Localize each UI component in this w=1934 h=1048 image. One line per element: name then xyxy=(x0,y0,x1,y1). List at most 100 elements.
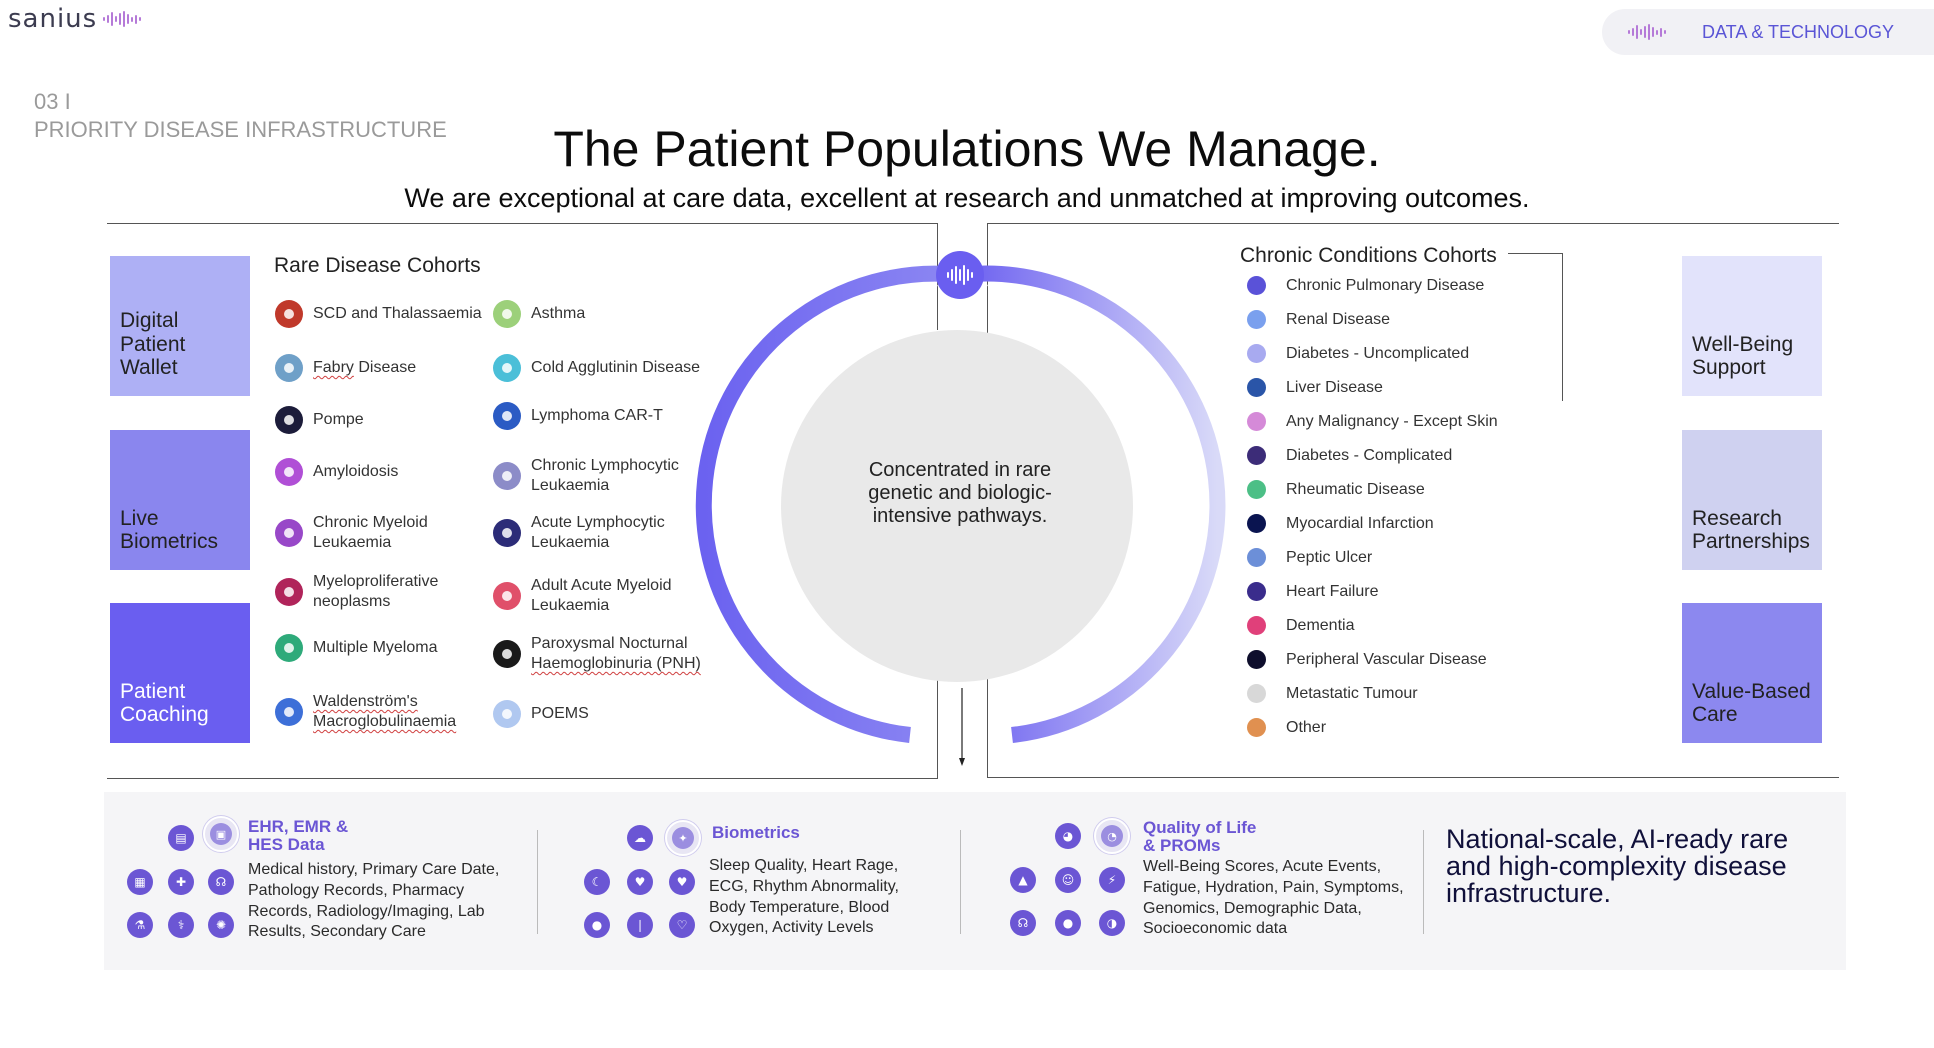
down-arrow-head xyxy=(959,758,965,766)
divider xyxy=(987,223,1839,224)
book-icon: ▤ xyxy=(168,825,194,851)
data-sources-band xyxy=(104,792,1846,970)
legend-dot xyxy=(1247,548,1266,567)
spiral-icon xyxy=(275,406,303,434)
chronic-cohort-item: Chronic Pulmonary Disease xyxy=(1247,276,1484,295)
mind-icon: ◔ xyxy=(1094,818,1130,854)
divider xyxy=(1562,253,1563,401)
legend-dot xyxy=(1247,480,1266,499)
link-icon xyxy=(275,354,303,382)
chronic-cohort-item: Diabetes - Uncomplicated xyxy=(1247,344,1469,363)
chronic-cohort-label: Chronic Pulmonary Disease xyxy=(1286,276,1485,294)
chronic-cohort-label: Heart Failure xyxy=(1286,582,1379,600)
page-title: The Patient Populations We Manage. xyxy=(553,121,1381,177)
chronic-cohort-item: Dementia xyxy=(1247,616,1354,635)
drop-icon xyxy=(493,700,521,728)
ring-icon xyxy=(275,519,303,547)
drop-icon: ● xyxy=(1055,910,1081,936)
chronic-cohort-item: Peripheral Vascular Disease xyxy=(1247,650,1487,669)
rare-cohort-label: POEMS xyxy=(531,705,589,722)
logo-wordmark: sanius xyxy=(8,4,98,34)
rare-cohort-item: Amyloidosis xyxy=(275,458,398,486)
ehr-title: EHR, EMR & HES Data xyxy=(248,817,349,854)
cell-icon xyxy=(493,462,521,490)
molecule-icon xyxy=(275,698,303,726)
legend-dot xyxy=(1247,718,1266,737)
rare-cohort-label: Multiple Myeloma xyxy=(313,639,438,656)
flask-icon: ⚗ xyxy=(127,912,153,938)
ehr-description: Medical history, Primary Care Date, Path… xyxy=(248,861,500,941)
cloud-icon: ☁ xyxy=(627,825,653,851)
person-icon: ☺ xyxy=(1055,867,1081,893)
divider xyxy=(960,830,961,934)
chronic-cohort-label: Myocardial Infarction xyxy=(1286,514,1434,532)
heart-monitor-icon: ♥ xyxy=(627,869,653,895)
ring-right-inner xyxy=(959,284,1207,724)
biometrics-title: Biometrics xyxy=(712,823,800,842)
stethoscope-icon: ☊ xyxy=(208,869,234,895)
chronic-cohort-label: Dementia xyxy=(1286,616,1355,634)
ring-left-inner xyxy=(714,284,961,724)
ring-left-arc xyxy=(695,265,961,743)
legend-dot xyxy=(1247,446,1266,465)
legend-dot xyxy=(1247,650,1266,669)
divider xyxy=(937,680,938,778)
rare-cohort-item: Lymphoma CAR-T xyxy=(493,402,663,430)
divider xyxy=(1508,253,1563,254)
chronic-cohort-label: Peptic Ulcer xyxy=(1286,548,1373,566)
curl-icon xyxy=(275,458,303,486)
virus-icon: ✺ xyxy=(208,912,234,938)
chronic-cohort-label: Diabetes - Uncomplicated xyxy=(1286,344,1470,362)
head-icon: ◕ xyxy=(1055,823,1081,849)
drop-icon: ● xyxy=(584,912,610,938)
medkit-icon: ✚ xyxy=(168,869,194,895)
chronic-cohort-item: Any Malignancy - Except Skin xyxy=(1247,412,1498,431)
qol-title: Quality of Life & PROMs xyxy=(1143,818,1257,855)
legend-dot xyxy=(1247,378,1266,397)
chronic-cohort-label: Metastatic Tumour xyxy=(1286,684,1418,702)
chronic-cohort-item: Other xyxy=(1247,718,1326,737)
cluster-icon xyxy=(493,519,521,547)
red-cells-icon xyxy=(275,300,303,328)
thermometer-icon: ❘ xyxy=(627,912,653,938)
biometrics-description: Sleep Quality, Heart Rage, ECG, Rhythm A… xyxy=(709,857,899,937)
rare-cohort-item: SCD and Thalassaemia xyxy=(275,300,482,328)
syringe-icon: ⚕ xyxy=(168,912,194,938)
rare-cohort-label: Asthma xyxy=(531,305,586,322)
legend-dot xyxy=(1247,514,1266,533)
brand-logo: sanius xyxy=(8,4,142,34)
rare-cohort-item: POEMS xyxy=(493,700,589,728)
stethoscope-icon: ☊ xyxy=(1010,910,1036,936)
pulse-icon: ♡ xyxy=(669,912,695,938)
wind-icon xyxy=(493,300,521,328)
section-pill: DATA & TECHNOLOGY xyxy=(1602,9,1934,55)
y-antibody-icon xyxy=(493,402,521,430)
chronic-cohort-item: Liver Disease xyxy=(1247,378,1383,397)
rare-cohort-label: Fabry Disease xyxy=(313,359,417,376)
qol-description: Well-Being Scores, Acute Events, Fatigue… xyxy=(1143,858,1404,938)
chronic-cohort-label: Liver Disease xyxy=(1286,378,1383,396)
rare-cohort-item: Multiple Myeloma xyxy=(275,634,437,662)
target-icon xyxy=(493,582,521,610)
chronic-cohort-label: Any Malignancy - Except Skin xyxy=(1286,412,1498,430)
rare-cohort-item: Pompe xyxy=(275,406,364,434)
chronic-cohort-label: Other xyxy=(1286,718,1327,736)
folder-icon: ▣ xyxy=(203,816,239,852)
chronic-cohort-item: Heart Failure xyxy=(1247,582,1378,601)
tagline: National-scale, AI-ready rare and high-c… xyxy=(1446,824,1789,908)
legend-dot xyxy=(1247,616,1266,635)
rare-cohort-label: Cold Agglutinin Disease xyxy=(531,359,700,376)
chronic-cohort-label: Rheumatic Disease xyxy=(1286,480,1425,498)
